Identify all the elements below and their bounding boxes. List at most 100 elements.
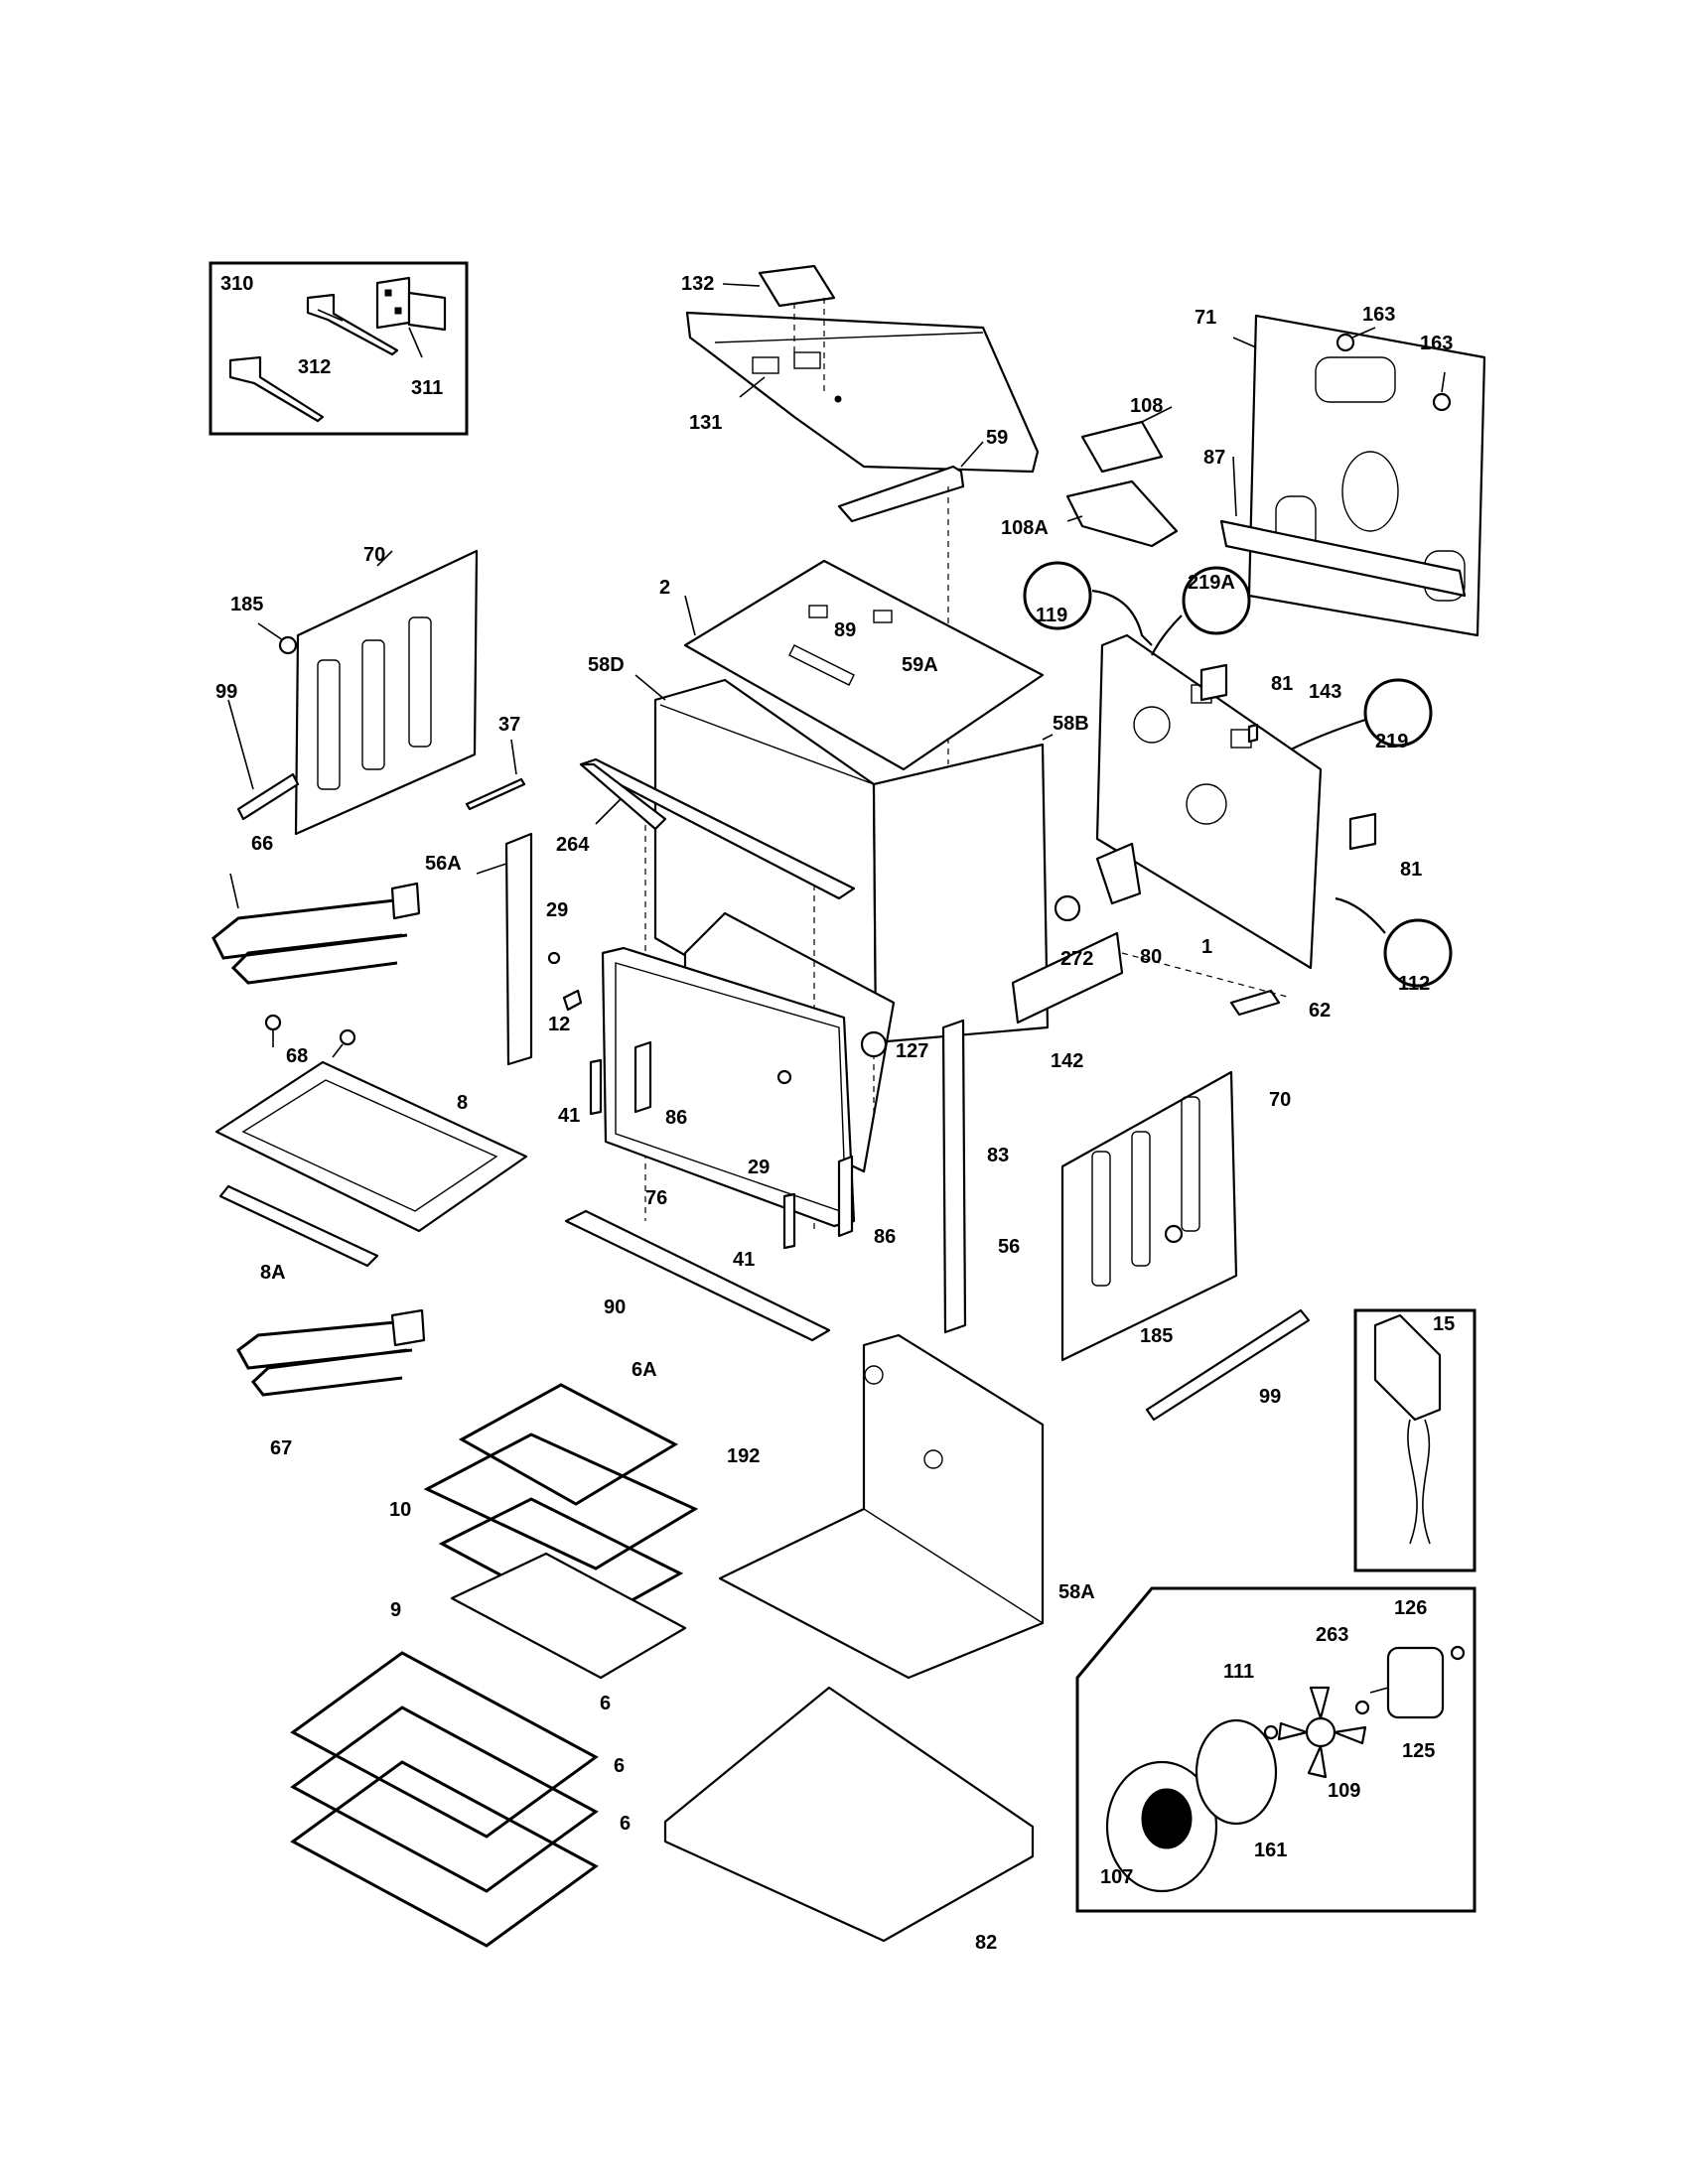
callout-59: 59 bbox=[986, 427, 1008, 449]
tray-82 bbox=[663, 1686, 1035, 1943]
arrow-119 bbox=[1091, 589, 1153, 646]
callout-6a: 6 bbox=[600, 1693, 611, 1714]
callout-99a: 99 bbox=[215, 681, 237, 703]
oven-top-2 bbox=[683, 559, 1045, 771]
clip-81a bbox=[1199, 663, 1228, 702]
leader-131 bbox=[739, 376, 766, 398]
callout-labels: 310 312 311 132 131 59 163 163 71 108 10… bbox=[215, 273, 1455, 1954]
callout-126: 126 bbox=[1394, 1597, 1427, 1619]
callout-263: 263 bbox=[1316, 1624, 1348, 1646]
back-panel-1 bbox=[1095, 633, 1323, 970]
rack-6c bbox=[290, 1760, 599, 1948]
callout-219A: 219A bbox=[1188, 572, 1235, 594]
callout-67: 67 bbox=[270, 1437, 292, 1459]
leader-312 bbox=[317, 309, 344, 322]
callout-86a: 86 bbox=[665, 1107, 687, 1129]
rack-6b bbox=[290, 1706, 599, 1893]
callout-107: 107 bbox=[1100, 1866, 1133, 1888]
callout-310: 310 bbox=[220, 273, 253, 295]
leader-311 bbox=[408, 327, 423, 358]
channel-56A bbox=[504, 832, 533, 1066]
arrow-112 bbox=[1335, 896, 1386, 934]
callout-161: 161 bbox=[1254, 1840, 1287, 1861]
nut-111 bbox=[1263, 1724, 1279, 1740]
callout-29b: 29 bbox=[748, 1157, 770, 1178]
screw-29b bbox=[776, 1069, 792, 1085]
callout-311: 311 bbox=[411, 377, 443, 399]
callout-119: 119 bbox=[1036, 605, 1067, 626]
thermostat-119 bbox=[1023, 561, 1092, 630]
callout-192: 192 bbox=[727, 1445, 760, 1467]
callout-80: 80 bbox=[1140, 946, 1162, 968]
callout-76: 76 bbox=[645, 1187, 667, 1209]
bracket-311 bbox=[375, 276, 447, 332]
duct-59 bbox=[837, 465, 965, 523]
callout-143: 143 bbox=[1309, 681, 1341, 703]
callout-70b: 70 bbox=[1269, 1089, 1291, 1111]
clip-81b bbox=[1348, 812, 1377, 851]
callout-6A: 6A bbox=[632, 1359, 657, 1381]
callout-70a: 70 bbox=[363, 544, 385, 566]
callout-8: 8 bbox=[457, 1092, 468, 1114]
broil-element-67 bbox=[236, 1318, 418, 1397]
plate-132 bbox=[758, 264, 836, 308]
callout-58D: 58D bbox=[588, 654, 625, 676]
callout-142: 142 bbox=[1051, 1050, 1083, 1072]
callout-58A: 58A bbox=[1058, 1581, 1095, 1603]
callout-62: 62 bbox=[1309, 1000, 1331, 1022]
side-panel-70-left bbox=[294, 549, 479, 836]
nut-163a bbox=[1336, 333, 1355, 352]
callout-6c: 6 bbox=[620, 1813, 631, 1835]
callout-112: 112 bbox=[1398, 973, 1430, 995]
terminal-62 bbox=[1229, 989, 1281, 1017]
nut-185b bbox=[1164, 1224, 1184, 1244]
callout-108A: 108A bbox=[1001, 517, 1049, 539]
callout-12: 12 bbox=[548, 1014, 570, 1035]
inset-box-310 bbox=[209, 261, 469, 436]
callout-41a: 41 bbox=[558, 1105, 580, 1127]
inset-box-fan bbox=[1075, 1586, 1477, 1913]
thermostat-219A bbox=[1182, 566, 1251, 635]
callout-10: 10 bbox=[389, 1499, 411, 1521]
fan-ring-161 bbox=[1195, 1718, 1278, 1826]
callout-29a: 29 bbox=[546, 899, 568, 921]
arrow-219 bbox=[1290, 718, 1366, 751]
bracket-312 bbox=[228, 293, 399, 423]
callout-99b: 99 bbox=[1259, 1386, 1281, 1408]
callout-59A: 59A bbox=[902, 654, 938, 676]
callout-1: 1 bbox=[1201, 936, 1212, 958]
hinge-86a bbox=[633, 1040, 652, 1114]
rail-99-left bbox=[236, 772, 300, 821]
thermostat-219 bbox=[1363, 678, 1433, 748]
callout-66: 66 bbox=[251, 833, 273, 855]
nut-126 bbox=[1450, 1645, 1466, 1661]
sensor-127 bbox=[860, 1030, 888, 1058]
broil-grid-192 bbox=[423, 1433, 699, 1570]
callout-8A: 8A bbox=[260, 1262, 286, 1284]
callout-81a: 81 bbox=[1271, 673, 1293, 695]
callout-41b: 41 bbox=[733, 1249, 755, 1271]
callout-86b: 86 bbox=[874, 1226, 896, 1248]
callout-131: 131 bbox=[689, 412, 722, 434]
callout-89: 89 bbox=[834, 619, 856, 641]
pan-9 bbox=[450, 1552, 687, 1680]
nut-185a bbox=[278, 635, 298, 655]
callout-81b: 81 bbox=[1400, 859, 1422, 881]
callout-6b: 6 bbox=[614, 1755, 625, 1777]
callout-82: 82 bbox=[975, 1932, 997, 1954]
module-15 bbox=[1373, 1313, 1442, 1422]
cap-272 bbox=[1054, 894, 1081, 922]
gasket-87 bbox=[1219, 519, 1467, 598]
callout-219: 219 bbox=[1375, 731, 1408, 752]
rack-6A bbox=[458, 1383, 679, 1506]
bracket-80 bbox=[1095, 842, 1142, 905]
callout-108: 108 bbox=[1130, 395, 1163, 417]
screw-29a bbox=[547, 951, 561, 965]
callout-2: 2 bbox=[659, 577, 670, 599]
frame-264 bbox=[579, 757, 856, 900]
oven-bottom-58A bbox=[718, 1333, 1045, 1680]
clip-12 bbox=[562, 989, 583, 1012]
frame-90 bbox=[564, 1209, 831, 1342]
vent-142 bbox=[1011, 931, 1124, 1024]
screw-68 bbox=[264, 1014, 356, 1058]
